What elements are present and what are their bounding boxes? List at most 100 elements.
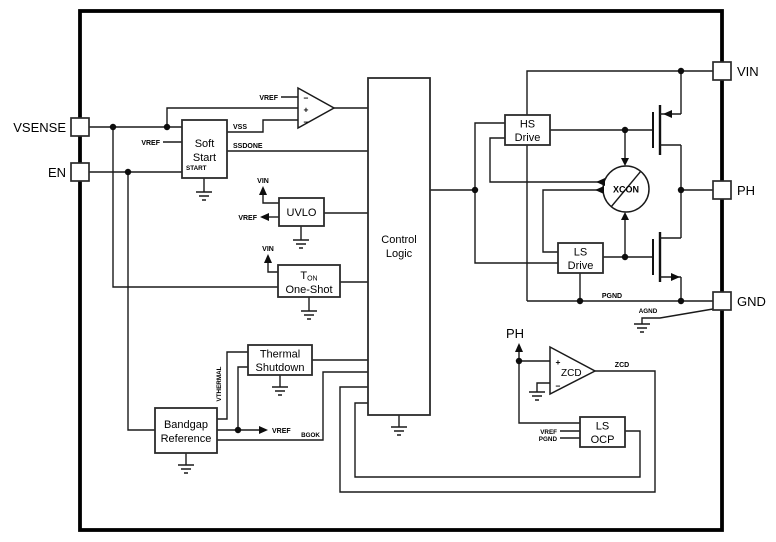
uvlo-vref-label: VREF xyxy=(238,215,257,222)
signal-labels: VREF START VSS SSDONE VREF VIN VREF VIN … xyxy=(141,95,657,443)
xcon-slash xyxy=(610,170,642,208)
control-logic-block: Control Logic xyxy=(367,77,431,416)
soft-start-label-2: Start xyxy=(193,152,216,164)
pin-gnd: GND xyxy=(712,291,766,311)
uvlo-vref-arrow xyxy=(260,213,269,221)
ls-mosfet-arrow xyxy=(671,273,680,281)
ground-symbol-softstart xyxy=(196,191,212,201)
ssdone-label: SSDONE xyxy=(233,143,263,150)
ground-stems xyxy=(185,178,400,465)
vsense-pad xyxy=(70,117,90,137)
bandgap-box xyxy=(154,407,218,454)
ground-symbol-agnd xyxy=(634,323,650,333)
hs-mosfet-arrow xyxy=(663,110,672,118)
junction-dot xyxy=(471,186,479,194)
wire-xcon-to-hs xyxy=(489,137,602,183)
lsocp-pgnd-label: PGND xyxy=(539,436,558,443)
ls-drive-block: LS Drive xyxy=(557,242,604,274)
bandgap-reference-block: Bandgap Reference xyxy=(154,407,218,454)
pgnd-label: PGND xyxy=(602,293,622,300)
zcd-comparator: + − ZCD xyxy=(549,345,597,396)
soft-start-label-1: Soft xyxy=(195,138,215,150)
xcon-hs-arrow xyxy=(596,178,605,186)
hs-drive-block: HS Drive xyxy=(504,114,551,146)
ground-symbols xyxy=(178,191,650,474)
comparator-plus: + xyxy=(304,105,309,115)
ton-vin-arrow xyxy=(264,254,272,263)
xcon-top-arrow xyxy=(621,158,629,166)
comparator-minus-bottom: − xyxy=(304,117,309,127)
vss-label: VSS xyxy=(233,124,247,131)
ph-label: PH xyxy=(737,183,755,198)
zcd-plus: + xyxy=(556,357,561,367)
bandgap-vref-label: VREF xyxy=(272,428,291,435)
ls-ocp-label-2: OCP xyxy=(591,434,615,446)
junction-dot xyxy=(677,297,685,305)
thermal-shutdown-box xyxy=(247,344,313,376)
en-pad xyxy=(70,162,90,182)
junction-dot xyxy=(109,123,117,131)
gnd-pad xyxy=(712,291,732,311)
chip-outline xyxy=(78,9,724,532)
ls-drive-box xyxy=(557,242,604,274)
lsocp-vref-label: VREF xyxy=(540,429,557,436)
thermal-label-2: Shutdown xyxy=(256,362,305,374)
junction-dot xyxy=(234,426,242,434)
bandgap-vref-arrow xyxy=(259,426,268,434)
ph-node-arrow xyxy=(515,343,523,352)
control-logic-box xyxy=(367,77,431,416)
low-side-mosfet xyxy=(652,232,681,282)
xcon-block: XCON xyxy=(602,165,650,213)
zcd-triangle xyxy=(549,345,597,396)
zcd-label: ZCD xyxy=(561,368,582,379)
junction-dot xyxy=(576,297,584,305)
ls-drive-label-2: Drive xyxy=(568,260,594,272)
hs-drive-label-1: HS xyxy=(520,119,535,131)
comparator-vref-label: VREF xyxy=(259,95,278,102)
ground-symbol-bandgap xyxy=(178,464,194,474)
arrowheads xyxy=(259,158,629,434)
uvlo-box xyxy=(278,197,325,227)
wire-bgok xyxy=(217,371,368,441)
zcd-out-label: ZCD xyxy=(615,362,629,369)
thermal-label-1: Thermal xyxy=(260,349,300,361)
wire-vin-net xyxy=(526,70,713,115)
wire-xcon-to-ls xyxy=(542,189,601,253)
vsense-label: VSENSE xyxy=(13,120,66,135)
ton-one-shot-block: TON One-Shot xyxy=(277,264,341,298)
en-label: EN xyxy=(48,165,66,180)
xcon-bottom-arrow xyxy=(621,212,629,220)
control-logic-label-1: Control xyxy=(381,234,416,246)
ground-symbol-uvlo xyxy=(293,239,309,249)
ground-symbol-control xyxy=(391,426,407,436)
ls-ocp-block: LS OCP xyxy=(579,416,626,448)
comparator-triangle xyxy=(297,86,336,130)
wire-lsocp-out xyxy=(354,402,641,478)
ls-mosfet-stubs xyxy=(660,237,681,278)
comparator-minus-top: − xyxy=(304,93,309,103)
junction-dot xyxy=(621,126,629,134)
bandgap-label-1: Bandgap xyxy=(164,419,208,431)
wire-zcd-out xyxy=(339,370,656,493)
gnd-label: GND xyxy=(737,294,766,309)
hs-drive-label-2: Drive xyxy=(515,132,541,144)
ls-drive-label-1: LS xyxy=(574,247,587,259)
ton-label-1: TON xyxy=(300,270,317,283)
softstart-start-label: START xyxy=(186,165,207,172)
ton-on-subscript: ON xyxy=(307,276,318,283)
junction-dot xyxy=(124,168,132,176)
xcon-label: XCON xyxy=(613,185,639,195)
wire-en-net xyxy=(89,171,182,431)
error-comparator: − + − xyxy=(297,86,336,130)
bandgap-label-2: Reference xyxy=(161,433,212,445)
junction-dot xyxy=(621,253,629,261)
wire-zcd-minus-gnd xyxy=(536,382,550,392)
junction-dot xyxy=(515,357,523,365)
vthermal-label: VTHERMAL xyxy=(216,366,223,401)
pin-vsense: VSENSE xyxy=(13,117,90,137)
pin-en: EN xyxy=(48,162,90,182)
junction-dot xyxy=(677,67,685,75)
vin-pad xyxy=(712,61,732,81)
